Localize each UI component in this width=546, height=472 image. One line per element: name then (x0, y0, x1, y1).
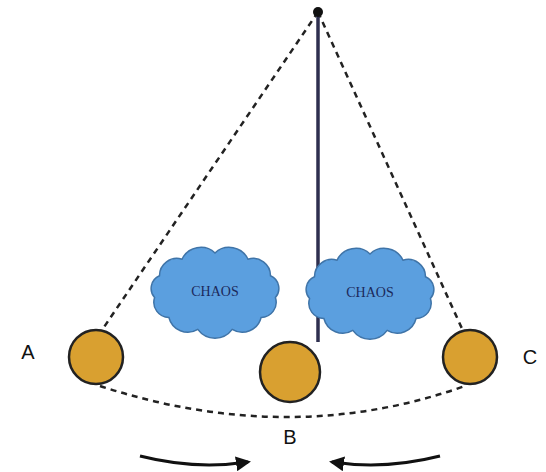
pivot-point (313, 7, 323, 17)
chaos-cloud: CHAOS (144, 244, 286, 340)
pendulum-bob (260, 342, 320, 402)
pendulum-bob (69, 330, 123, 384)
cloud-label: CHAOS (346, 285, 393, 301)
cloud-label: CHAOS (191, 284, 238, 300)
dashed-string (100, 12, 318, 333)
motion-arrow (332, 456, 440, 465)
position-letter: C (520, 347, 540, 367)
position-letter: B (280, 427, 299, 447)
chaos-cloud: CHAOS (299, 245, 441, 341)
motion-arrow (140, 456, 248, 465)
position-letter: A (18, 342, 37, 362)
pendulum-bob (443, 330, 497, 384)
